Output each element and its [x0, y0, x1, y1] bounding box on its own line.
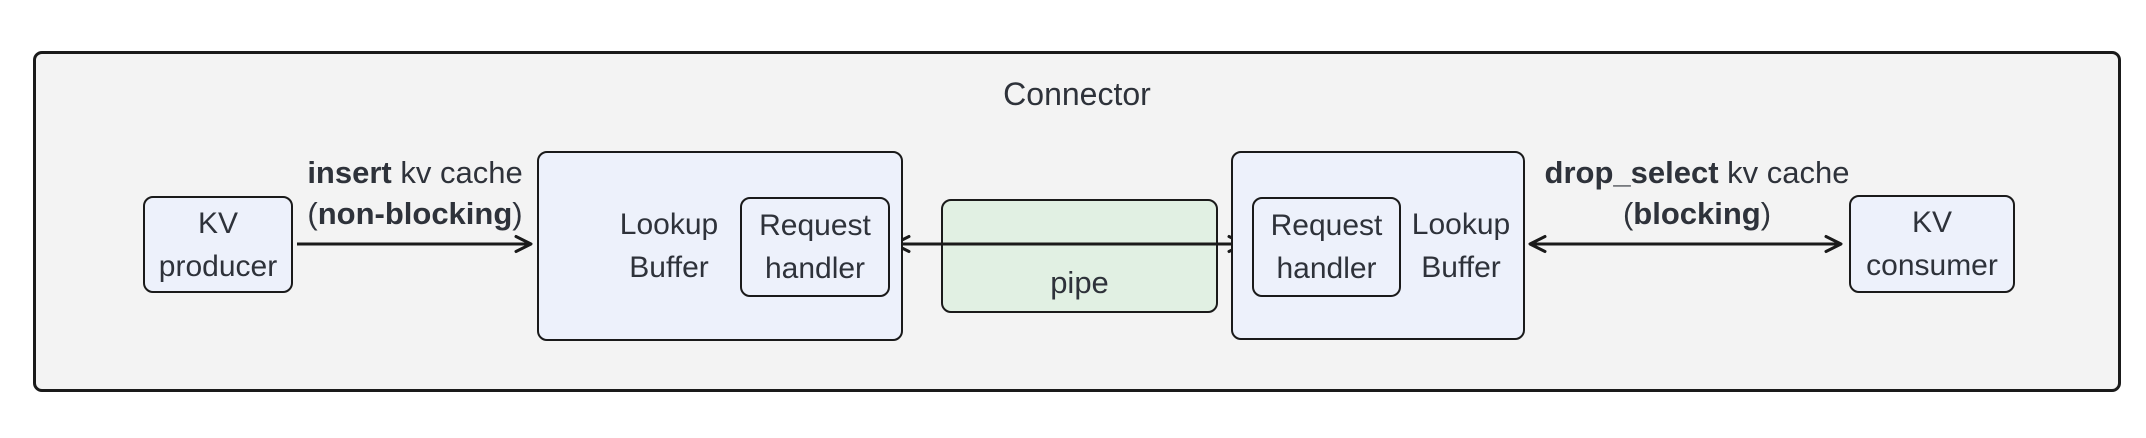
- kv-consumer-label-line2: consumer: [1866, 249, 1998, 282]
- connector-title: Connector: [1003, 76, 1151, 112]
- insert-edge-label-line1: insert kv cache: [307, 155, 523, 190]
- insert-edge-label: insert kv cache (non-blocking): [280, 152, 550, 234]
- request-handler-left-line1: Request: [759, 209, 871, 242]
- request-handler-right-line2: handler: [1276, 252, 1377, 285]
- kv-consumer-node: KV consumer: [1849, 195, 2015, 293]
- insert-edge-label-line2: (non-blocking): [307, 196, 523, 231]
- drop-select-edge-label: drop_select kv cache (blocking): [1535, 152, 1859, 234]
- drop-select-edge-label-line2: (blocking): [1622, 196, 1772, 231]
- request-handler-left-line2: handler: [764, 252, 866, 285]
- lookup-buffer-left-node: Lookup Buffer Request handler: [537, 151, 903, 341]
- connector-container: Connector pipe: [33, 51, 2121, 392]
- kv-producer-label-line2: producer: [158, 249, 278, 283]
- request-handler-right-node: Request handler: [1252, 197, 1401, 297]
- drop-select-edge-label-line1: drop_select kv cache: [1544, 155, 1850, 190]
- lookup-buffer-right-label: Lookup Buffer: [1411, 207, 1511, 284]
- lookup-buffer-left-label: Lookup Buffer: [619, 208, 719, 284]
- kv-producer-node: KV producer: [143, 196, 293, 293]
- kv-producer-label-line1: KV: [197, 206, 239, 240]
- lookup-buffer-right-node: Request handler Lookup Buffer: [1231, 151, 1525, 340]
- pipe-label: pipe: [1050, 265, 1109, 300]
- kv-consumer-label-line1: KV: [1911, 206, 1953, 239]
- request-handler-left-node: Request handler: [740, 197, 890, 297]
- request-handler-right-line1: Request: [1270, 209, 1383, 242]
- pipe-node: pipe: [941, 199, 1218, 313]
